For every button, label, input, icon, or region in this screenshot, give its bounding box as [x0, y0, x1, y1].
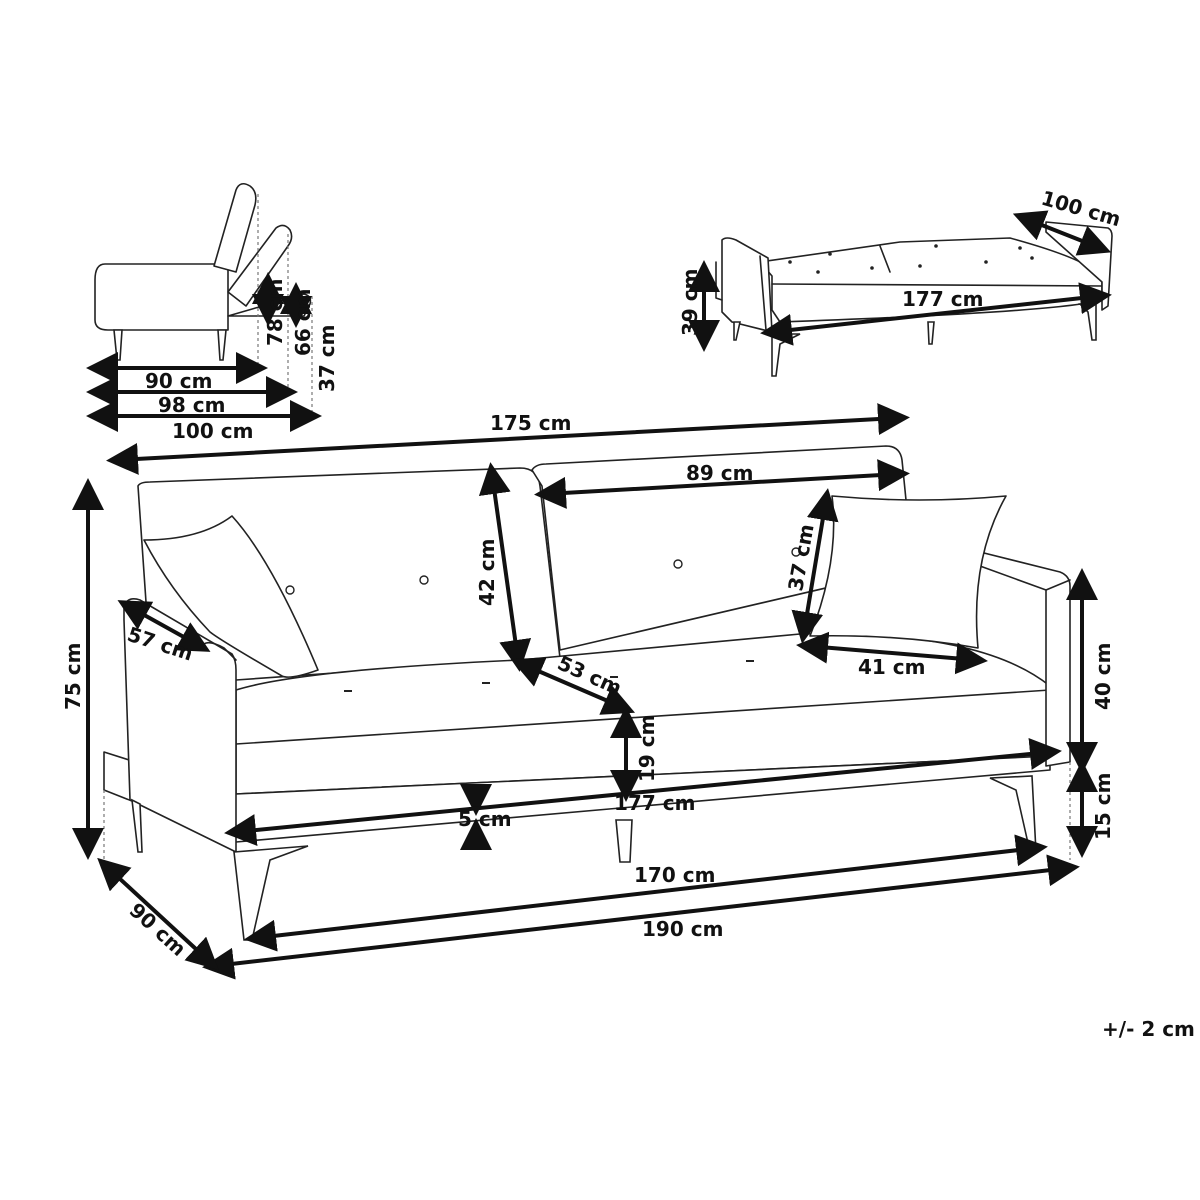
- front-leg-center: [615, 819, 633, 863]
- bed-dim-177: [760, 282, 1112, 346]
- side-label-66: 66 cm: [291, 289, 315, 357]
- label-19: 19 cm: [635, 715, 659, 783]
- side-seat-body: [94, 263, 229, 331]
- front-leg-right: [989, 775, 1037, 853]
- side-label-90: 90 cm: [145, 369, 213, 393]
- side-label-37: 37 cm: [315, 325, 339, 393]
- dim-41: [796, 631, 988, 675]
- bed-cushion-split: [879, 245, 891, 273]
- label-42: 42 cm: [475, 539, 499, 607]
- side-backrest-reclined: [227, 224, 293, 307]
- label-175: 175 cm: [490, 411, 571, 435]
- dim-89: [534, 459, 910, 509]
- label-90-depth: 90 cm: [125, 898, 191, 961]
- bed-base-slab: [715, 261, 723, 301]
- side-backrest-upright: [213, 182, 257, 273]
- front-leg-left-rear: [131, 798, 143, 853]
- side-leg-back: [217, 329, 227, 361]
- dim-177: [224, 738, 1062, 846]
- side-leg-front: [113, 329, 123, 361]
- bed-leg-4: [1078, 303, 1097, 341]
- dim-42: [478, 462, 532, 672]
- bed-left-arm: [721, 237, 773, 333]
- side-view: 78 cm 66 cm 37 cm 90 cm 98 cm 100 cm: [86, 182, 339, 443]
- label-75: 75 cm: [61, 643, 85, 711]
- front-button-2: [285, 585, 295, 595]
- label-40: 40 cm: [1091, 643, 1115, 711]
- dim-175: [106, 403, 910, 475]
- label-170: 170 cm: [634, 863, 715, 887]
- side-label-98: 98 cm: [158, 393, 226, 417]
- front-button-1: [419, 575, 429, 585]
- dim-190: [202, 854, 1080, 980]
- label-15: 15 cm: [1091, 773, 1115, 841]
- front-leg-left-front: [233, 845, 309, 941]
- label-177: 177 cm: [614, 791, 695, 815]
- bed-label-177: 177 cm: [902, 287, 983, 311]
- side-label-78: 78 cm: [263, 279, 287, 347]
- tolerance-note: +/- 2 cm: [1102, 1017, 1195, 1041]
- bed-dim-100: [1012, 210, 1112, 256]
- bed-view: 100 cm 177 cm 39 cm: [678, 186, 1123, 377]
- label-89: 89 cm: [686, 461, 754, 485]
- dim-90-depth: [97, 857, 219, 971]
- dim-53: [510, 657, 636, 715]
- dim-57: [117, 600, 211, 652]
- dim-37: [791, 488, 839, 644]
- front-button-3: [673, 559, 683, 569]
- bed-label-39: 39 cm: [678, 269, 702, 337]
- bed-leg-1: [733, 321, 741, 341]
- front-view: 175 cm 89 cm 42 cm 37 cm 41 cm 57 cm 53 …: [61, 403, 1115, 980]
- label-190: 190 cm: [642, 917, 723, 941]
- front-pillow-right: [809, 495, 1007, 649]
- bed-leg-2: [771, 333, 801, 377]
- bed-leg-3: [927, 321, 935, 345]
- label-41: 41 cm: [858, 655, 926, 679]
- side-label-100: 100 cm: [172, 419, 253, 443]
